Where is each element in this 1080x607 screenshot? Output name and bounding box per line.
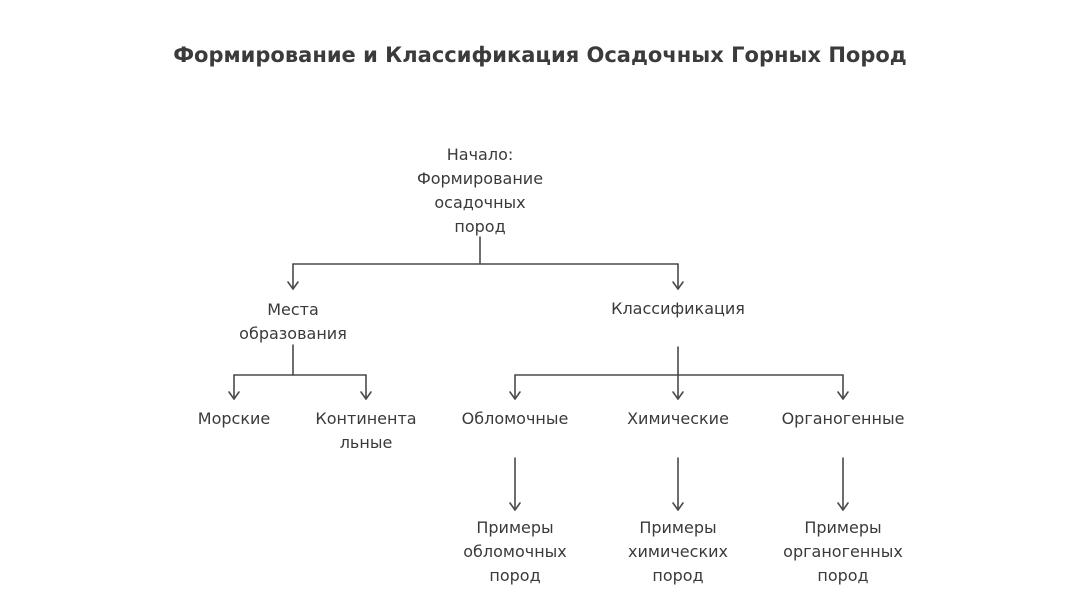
arrowhead-places <box>287 281 299 290</box>
arrowhead-classification <box>672 281 684 290</box>
node-marine: Морские <box>197 409 271 428</box>
arrowhead-clastic-examples <box>509 502 521 511</box>
node-clastic-examples: Примеры обломочных пород <box>463 518 567 585</box>
node-clastic: Обломочные <box>461 409 569 428</box>
node-places: Места образования <box>239 300 347 343</box>
node-chemical: Химические <box>627 409 729 428</box>
diagram-title: Формирование и Классификация Осадочных Г… <box>173 43 907 67</box>
arrowhead-continental <box>360 391 372 400</box>
arrowhead-clastic <box>509 391 521 400</box>
node-organogenic: Органогенные <box>781 409 905 428</box>
node-classification: Классификация <box>611 299 745 318</box>
node-chemical-examples: Примеры химических пород <box>628 518 728 585</box>
arrowhead-marine <box>228 391 240 400</box>
arrowhead-chemical <box>672 391 684 400</box>
arrowhead-organogenic-examples <box>837 502 849 511</box>
arrowhead-organogenic <box>837 391 849 400</box>
node-root: Начало: Формирование осадочных пород <box>416 145 544 236</box>
node-organogenic-examples: Примеры органогенных пород <box>783 518 903 585</box>
arrowhead-chemical-examples <box>672 502 684 511</box>
node-continental: Континента льные <box>315 409 417 452</box>
